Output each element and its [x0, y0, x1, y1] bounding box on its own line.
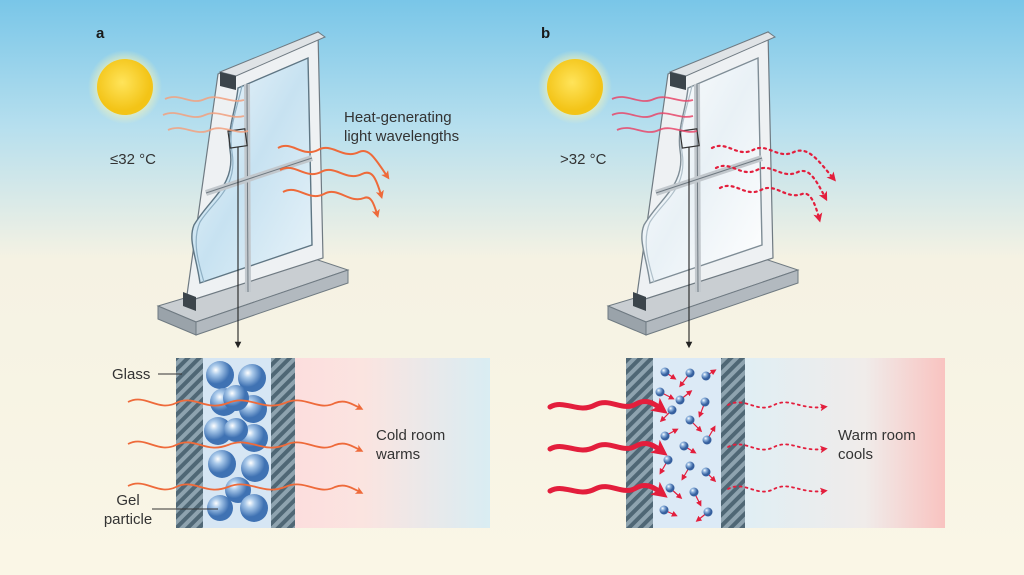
gel-particles-a: [204, 361, 269, 522]
gel-particles-b: [655, 367, 717, 522]
panel-b-temperature: >32 °C: [560, 151, 607, 168]
panel-a-letter: a: [96, 25, 105, 42]
panel-a-temperature: ≤32 °C: [110, 151, 156, 168]
transmitted-heat-waves-a: [277, 145, 390, 219]
gel-particle-label: Gel particle: [103, 492, 153, 528]
panel-b-letter: b: [541, 25, 551, 42]
cross-section-a: [127, 358, 490, 528]
window-illustration-b: [606, 31, 800, 349]
heat-light-label: Heat-generating light wavelengths: [344, 109, 460, 145]
sun-icon: [88, 50, 162, 124]
room-label-a: Cold room warms: [376, 427, 446, 463]
blocked-heat-waves-b: [710, 144, 836, 223]
room-label-b: Warm room cools: [838, 427, 916, 463]
incoming-light-b: [611, 96, 698, 133]
panel-a: [88, 31, 490, 528]
sun-icon: [538, 50, 612, 124]
panel-b: [538, 31, 945, 528]
glass-label: Glass: [112, 366, 151, 383]
window-illustration-a: [156, 31, 350, 349]
cross-section-b: [547, 358, 945, 528]
incoming-light-a: [162, 96, 249, 133]
